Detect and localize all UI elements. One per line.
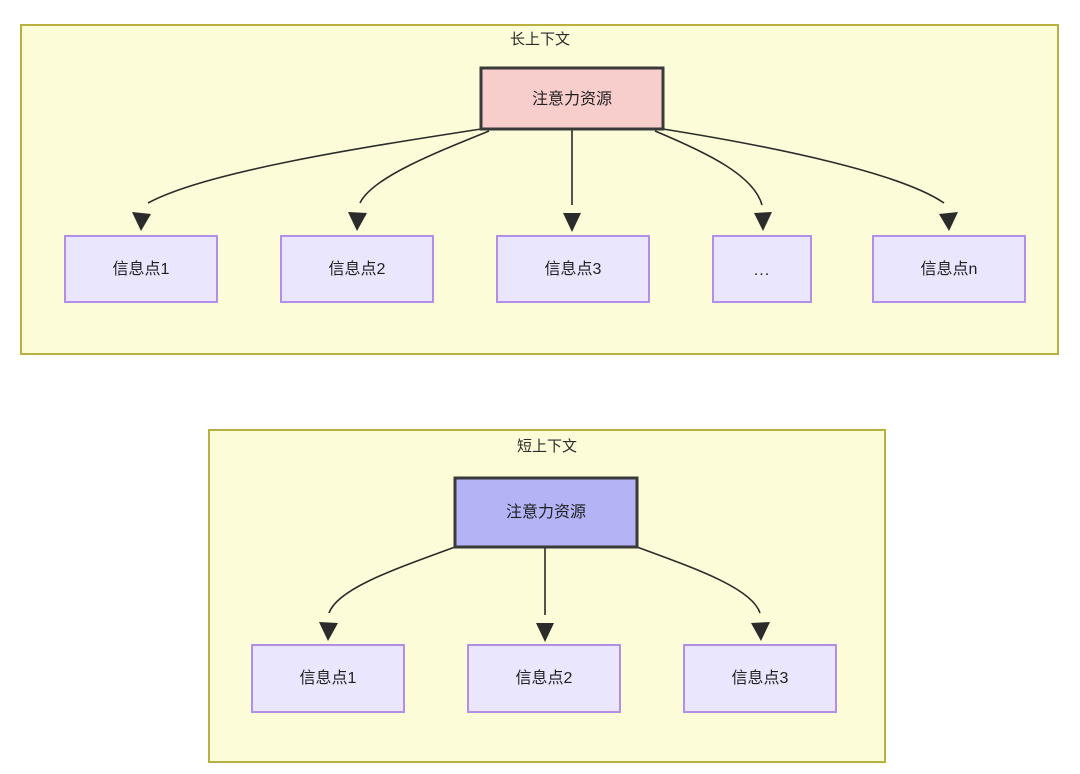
group-title-long-context: 长上下文	[510, 31, 570, 48]
arrowhead-s-info-2	[536, 623, 554, 642]
edge-attention-to-info-n	[662, 128, 945, 204]
edge-attention-to-info-1	[147, 128, 482, 204]
node-rect-info-point-n[interactable]	[872, 235, 1026, 303]
node-label-info-point-ellipsis: ...	[754, 262, 770, 279]
node-label-s-info-point-2: 信息点2	[516, 669, 573, 687]
node-info-point-n[interactable]: 信息点n	[872, 235, 1026, 303]
node-rect-s-info-point-1[interactable]	[251, 644, 405, 713]
group-title-short-context: 短上下文	[517, 438, 577, 455]
node-info-point-3[interactable]: 信息点3	[496, 235, 650, 303]
node-rect-info-point-2[interactable]	[280, 235, 434, 303]
edge-layer-long-context	[132, 128, 958, 232]
arrowhead-info-ellipsis	[754, 212, 772, 231]
node-s-info-point-1[interactable]: 信息点1	[251, 644, 405, 713]
edge-attention-to-s-info-3	[636, 546, 761, 614]
node-attention-resource-short[interactable]: 注意力资源	[453, 476, 639, 549]
arrowhead-s-info-1	[319, 622, 338, 641]
node-info-point-2[interactable]: 信息点2	[280, 235, 434, 303]
node-label-s-info-point-1: 信息点1	[300, 669, 357, 687]
arrowhead-info-1	[132, 212, 151, 231]
edge-attention-to-s-info-1	[328, 546, 456, 614]
node-info-point-1[interactable]: 信息点1	[64, 235, 218, 303]
edge-attention-to-info-ellipsis	[654, 130, 763, 206]
node-rect-s-info-point-2[interactable]	[467, 644, 621, 713]
edge-layer-short-context	[319, 546, 770, 642]
node-label-info-point-1: 信息点1	[113, 260, 170, 278]
node-info-point-ellipsis[interactable]: ...	[712, 235, 812, 303]
node-label-attention-resource-long: 注意力资源	[532, 89, 612, 108]
node-label-info-point-n: 信息点n	[921, 260, 978, 278]
arrowhead-s-info-3	[751, 622, 770, 641]
node-rect-s-info-point-3[interactable]	[683, 644, 837, 713]
node-rect-attention-resource-short[interactable]	[453, 476, 639, 549]
node-rect-info-point-3[interactable]	[496, 235, 650, 303]
node-s-info-point-2[interactable]: 信息点2	[467, 644, 621, 713]
node-label-attention-resource-short: 注意力资源	[506, 502, 586, 521]
node-rect-info-point-ellipsis[interactable]	[712, 235, 812, 303]
arrowhead-info-3	[563, 213, 581, 232]
edge-attention-to-info-2	[359, 130, 490, 204]
arrowhead-info-2	[348, 212, 367, 231]
node-attention-resource-long[interactable]: 注意力资源	[479, 66, 665, 131]
node-rect-attention-resource-long[interactable]	[479, 66, 665, 131]
group-short-context: 短上下文 注意力资源 信息点1 信息点2	[208, 429, 886, 763]
node-label-info-point-3: 信息点3	[545, 260, 602, 278]
node-rect-info-point-1[interactable]	[64, 235, 218, 303]
node-label-s-info-point-3: 信息点3	[732, 669, 789, 687]
node-s-info-point-3[interactable]: 信息点3	[683, 644, 837, 713]
group-long-context: 长上下文 注意力资源 信息点1	[20, 24, 1059, 355]
arrowhead-info-n	[939, 212, 958, 231]
node-label-info-point-2: 信息点2	[329, 260, 386, 278]
